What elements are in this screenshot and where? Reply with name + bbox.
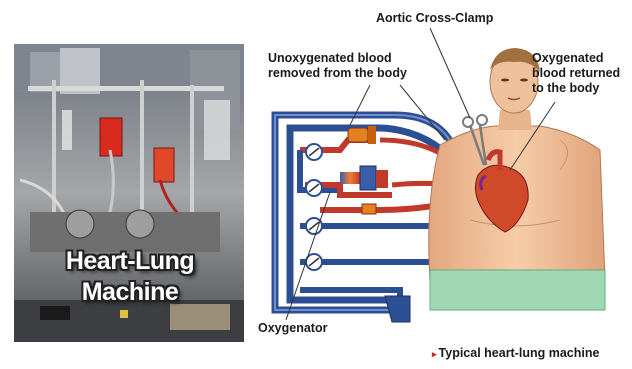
- figure-caption: ▸Typical heart-lung machine: [432, 346, 599, 360]
- oxygenator-reservoir: [385, 296, 410, 322]
- oxygenated-label-line-1: Oxygenated: [532, 51, 604, 66]
- photo-title-line-1: Heart-Lung: [16, 247, 244, 276]
- unoxygenated-label-line-1: Unoxygenated blood: [268, 51, 392, 66]
- oxygenator-label: Oxygenator: [258, 321, 327, 336]
- oxygenated-label-line-2: blood returned: [532, 66, 620, 81]
- caption-arrow-icon: ▸: [432, 349, 437, 359]
- unoxygenated-label-line-2: removed from the body: [268, 66, 407, 81]
- photo-title-line-2: Machine: [16, 278, 244, 307]
- oxygenated-label-line-3: to the body: [532, 81, 599, 96]
- caption-text: Typical heart-lung machine: [439, 346, 600, 360]
- aortic-clamp-label: Aortic Cross-Clamp: [376, 11, 493, 26]
